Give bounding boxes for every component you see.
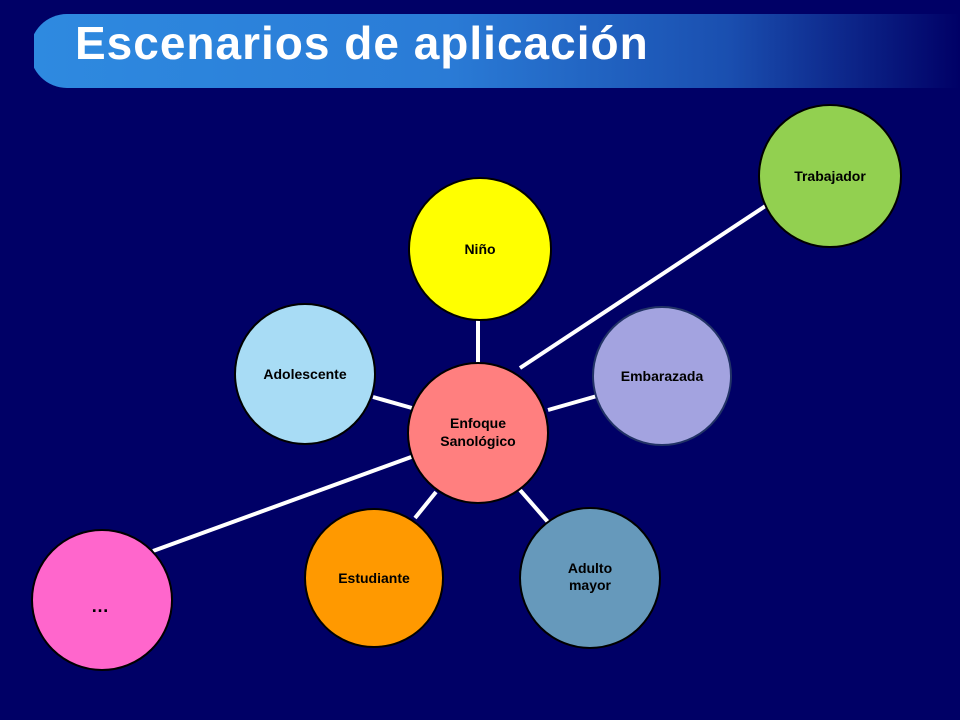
node-embarazada: Embarazada bbox=[592, 306, 732, 446]
node-etc-label: … bbox=[91, 596, 109, 616]
node-etc-circle bbox=[31, 529, 173, 671]
node-embarazada-label: Embarazada bbox=[621, 368, 704, 384]
node-nino: Niño bbox=[408, 177, 552, 321]
title-banner bbox=[30, 14, 960, 88]
connector-etc bbox=[152, 450, 426, 553]
node-adulto-mayor-label-line2: mayor bbox=[569, 577, 612, 593]
page-title: Escenarios de aplicación bbox=[75, 17, 649, 69]
connector-estudiante bbox=[413, 490, 438, 520]
node-center-label-line1: Enfoque bbox=[450, 415, 506, 431]
node-adulto-mayor-label-line1: Adulto bbox=[568, 560, 612, 576]
node-etc: … bbox=[31, 529, 173, 671]
connector-embarazada bbox=[547, 394, 598, 412]
node-adolescente-label: Adolescente bbox=[263, 366, 346, 382]
connector-adulto-mayor bbox=[518, 488, 550, 524]
connector-trabajador bbox=[518, 201, 772, 370]
node-center: Enfoque Sanológico bbox=[407, 362, 549, 504]
node-trabajador: Trabajador bbox=[758, 104, 902, 248]
node-nino-label: Niño bbox=[464, 241, 495, 257]
node-embarazada-circle bbox=[592, 306, 732, 446]
node-trabajador-circle bbox=[758, 104, 902, 248]
node-adulto-mayor: Adulto mayor bbox=[519, 507, 661, 649]
node-trabajador-label: Trabajador bbox=[794, 168, 866, 184]
node-nino-circle bbox=[408, 177, 552, 321]
node-estudiante: Estudiante bbox=[304, 508, 444, 648]
node-estudiante-label: Estudiante bbox=[338, 570, 410, 586]
node-estudiante-circle bbox=[304, 508, 444, 648]
connectors bbox=[152, 201, 772, 553]
node-adulto-mayor-circle bbox=[519, 507, 661, 649]
node-center-label-line2: Sanológico bbox=[440, 433, 515, 449]
connector-adolescente bbox=[372, 395, 413, 410]
node-center-circle bbox=[407, 362, 549, 504]
node-adolescente-circle bbox=[234, 303, 376, 445]
node-adolescente: Adolescente bbox=[234, 303, 376, 445]
